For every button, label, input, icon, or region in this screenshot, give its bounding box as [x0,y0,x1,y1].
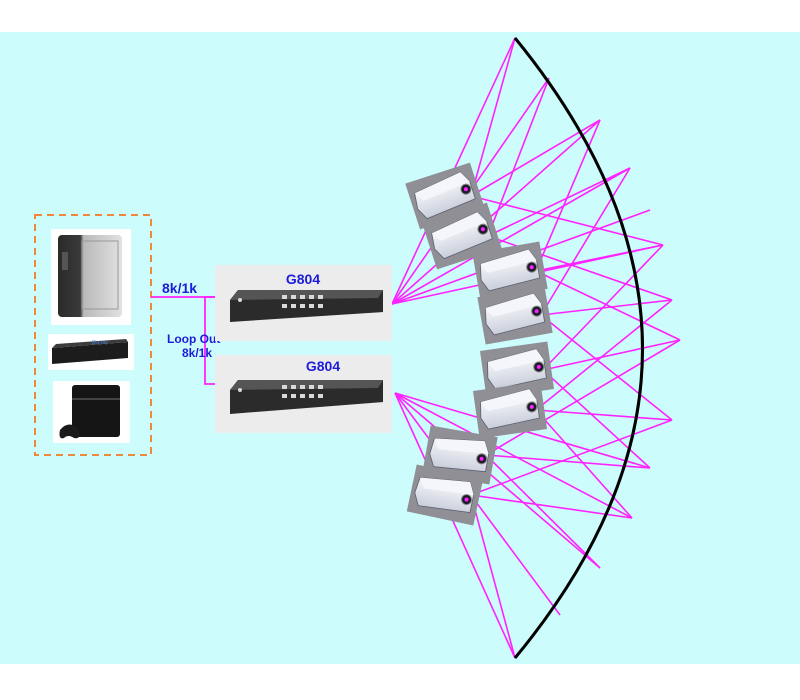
processor-name: G804 [286,271,320,287]
curved-screen [513,37,644,659]
projector-icon [479,341,555,399]
svg-text:Blu-ray: Blu-ray [92,340,108,346]
processor-unit: G804 [215,265,392,341]
processor-unit: G804 [215,355,392,433]
projector-icon [406,464,484,526]
diagram-canvas: Blu-ray 8k/1k Loop Out 8k/1k G804 G804 [0,32,800,664]
source-group-border [34,214,152,456]
processor-name: G804 [306,358,340,374]
blu-ray-player-icon: Blu-ray [48,334,134,370]
game-console-icon [53,381,130,443]
projector-array [405,162,555,526]
diagram-svg: Blu-ray 8k/1k Loop Out 8k/1k G804 G804 [34,37,681,659]
projector-icon [472,381,548,439]
projector-icon [477,285,553,345]
source-devices: Blu-ray [34,214,152,456]
input-link-label: 8k/1k [162,280,197,296]
projector-icon [472,241,548,301]
projector-beams [391,37,681,659]
loop-out-rate-label: 8k/1k [182,346,212,360]
pc-tower-icon [51,229,131,325]
loop-out-label: Loop Out [167,332,220,346]
